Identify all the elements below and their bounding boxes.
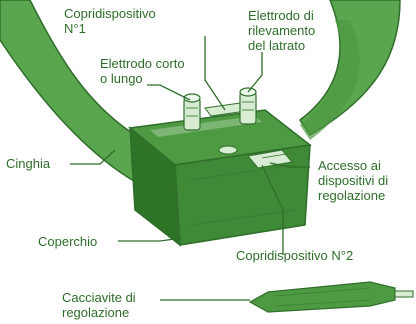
receiver-body — [128, 109, 312, 247]
label-strap: Cinghia — [6, 156, 51, 171]
leader-lid — [118, 237, 183, 242]
leader-lines — [70, 36, 310, 301]
label-adjust-access: Accesso ai dispositivi di regolazione — [318, 158, 389, 203]
leader-short-long — [147, 84, 191, 101]
leader-cover1 — [204, 36, 226, 111]
strap — [0, 0, 401, 192]
leader-strap — [70, 149, 116, 165]
label-bark-sensor: Elettrodo di rilevamento del latrato — [248, 8, 316, 53]
screwdriver — [248, 281, 414, 313]
leader-cover2 — [261, 164, 284, 255]
adjust-access-slot — [218, 145, 293, 169]
electrode-bark-sensor — [239, 87, 257, 125]
leader-adjust-access — [269, 162, 310, 168]
label-cover1: Copridispositivo N°1 — [64, 6, 156, 36]
electrode-short-long — [183, 93, 201, 131]
leader-bark-sensor — [247, 52, 263, 93]
label-screwdriver: Cacciavite di regolazione — [62, 290, 136, 320]
label-short-long-electrode: Elettrodo corto o lungo — [100, 56, 185, 86]
label-lid: Coperchio — [38, 234, 98, 249]
label-cover2: Copridispositivo N°2 — [236, 248, 354, 263]
